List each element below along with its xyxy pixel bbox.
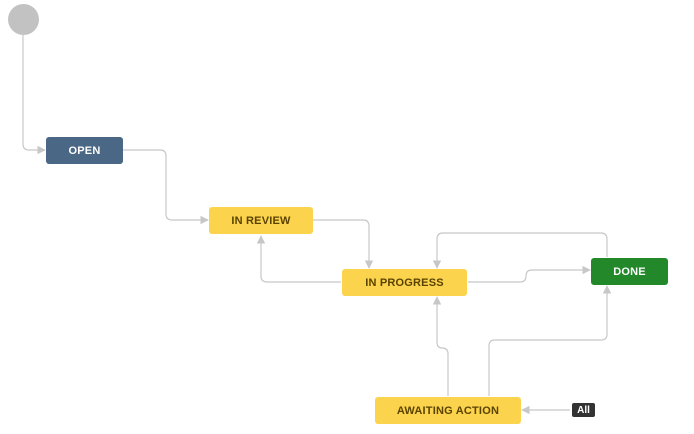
- status-in-review-label: IN REVIEW: [231, 214, 291, 227]
- global-transition-all-badge[interactable]: All: [572, 403, 595, 417]
- start-node[interactable]: [8, 4, 39, 35]
- edge-open-to-in-review[interactable]: [123, 149, 209, 225]
- global-transition-label: All: [577, 404, 590, 416]
- status-awaiting-action-label: AWAITING ACTION: [396, 404, 500, 417]
- status-in-review[interactable]: IN REVIEW: [209, 207, 313, 234]
- edge-awaiting-to-done[interactable]: [488, 285, 612, 396]
- edge-start-to-open[interactable]: [22, 35, 46, 155]
- status-done-label: DONE: [613, 265, 646, 278]
- status-done[interactable]: DONE: [591, 258, 668, 285]
- status-in-progress-label: IN PROGRESS: [365, 276, 444, 289]
- status-awaiting-action[interactable]: AWAITING ACTION: [375, 397, 521, 424]
- edge-in-progress-to-in-review[interactable]: [256, 235, 341, 283]
- status-open-label: OPEN: [68, 144, 101, 157]
- edge-in-progress-to-done[interactable]: [468, 265, 591, 283]
- edge-done-to-in-progress[interactable]: [432, 232, 608, 269]
- edge-awaiting-to-in-progress[interactable]: [432, 296, 449, 396]
- status-in-progress[interactable]: IN PROGRESS: [342, 269, 467, 296]
- status-open[interactable]: OPEN: [46, 137, 123, 164]
- edge-in-review-to-in-progress[interactable]: [313, 219, 374, 269]
